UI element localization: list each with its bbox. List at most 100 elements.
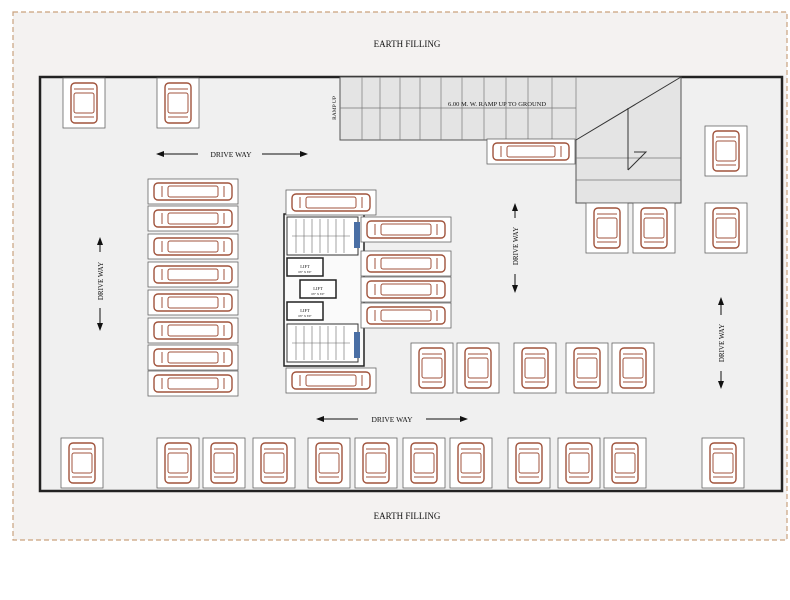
parking-space (354, 437, 398, 489)
car-icon (164, 442, 192, 484)
lift-3 (286, 301, 324, 321)
parking-space (60, 437, 104, 489)
drive-way-left: DRIVE WAY (94, 237, 106, 331)
parking-space (360, 302, 452, 329)
parking-space (147, 261, 239, 288)
parking-space (603, 437, 647, 489)
parking-space (513, 342, 557, 394)
parking-space (156, 77, 200, 129)
parking-space (147, 370, 239, 397)
parking-space (147, 317, 239, 344)
parking-space (147, 233, 239, 260)
core-marker-top (354, 222, 360, 248)
stair-bottom-treads (292, 326, 350, 360)
parking-space (62, 77, 106, 129)
car-icon (153, 209, 233, 228)
car-icon (366, 254, 446, 273)
car-icon (153, 182, 233, 201)
drive-way-bottom: DRIVE WAY (316, 413, 468, 424)
parking-space (456, 342, 500, 394)
car-icon (366, 280, 446, 299)
lift-1-dim: 6'0" X 6'0" (298, 270, 312, 274)
car-icon (457, 442, 485, 484)
car-icon (709, 442, 737, 484)
lift-3-label: LIFT (300, 308, 310, 313)
car-icon (362, 442, 390, 484)
car-icon (153, 348, 233, 367)
lift-3-dim: 6'0" X 6'0" (298, 314, 312, 318)
drive-way-middle-label: DRIVE WAY (512, 227, 520, 265)
parking-space (252, 437, 296, 489)
lift-2-dim: 6'0" X 6'0" (311, 292, 325, 296)
stair-top-treads (292, 219, 350, 253)
car-icon (593, 207, 621, 249)
car-icon (70, 82, 98, 124)
ramp-steps (340, 77, 681, 181)
car-icon (464, 347, 492, 389)
parking-space (147, 289, 239, 316)
ramp-up-label: RAMP UP (332, 96, 338, 120)
earth-filling-top-label: EARTH FILLING (374, 39, 441, 49)
car-icon (521, 347, 549, 389)
car-icon (573, 347, 601, 389)
car-icon (291, 371, 371, 390)
car-icon (153, 293, 233, 312)
parking-space (565, 342, 609, 394)
drive-way-right-label: DRIVE WAY (718, 324, 726, 362)
car-icon (366, 220, 446, 239)
car-icon (565, 442, 593, 484)
lift-2 (299, 279, 337, 299)
parking-space (507, 437, 551, 489)
car-icon (153, 237, 233, 256)
parking-space (285, 367, 377, 394)
parking-space (410, 342, 454, 394)
core-marker-bottom (354, 332, 360, 358)
drive-way-right: DRIVE WAY (715, 297, 727, 389)
car-icon (153, 374, 233, 393)
car-icon (210, 442, 238, 484)
parking-space (557, 437, 601, 489)
car-icon (260, 442, 288, 484)
parking-space (285, 189, 377, 216)
earth-filling-bottom-label: EARTH FILLING (374, 511, 441, 521)
ramp-label: 6.00 M. W. RAMP UP TO GROUND (448, 101, 546, 108)
car-icon (611, 442, 639, 484)
car-icon (366, 306, 446, 325)
car-icon (418, 347, 446, 389)
car-icon (410, 442, 438, 484)
parking-space (632, 202, 676, 254)
car-icon (164, 82, 192, 124)
car-icon (712, 130, 740, 172)
lift-2-label: LIFT (313, 286, 323, 291)
car-icon (315, 442, 343, 484)
car-icon (153, 321, 233, 340)
parking-space (360, 276, 452, 303)
drive-way-top: DRIVE WAY (156, 148, 308, 159)
car-icon (619, 347, 647, 389)
car-icon (291, 193, 371, 212)
drive-way-top-label: DRIVE WAY (210, 150, 252, 159)
core: LIFT 6'0" X 6'0" LIFT 6'0" X 6'0" LIFT 6… (283, 213, 365, 367)
parking-space (360, 216, 452, 243)
parking-space (704, 202, 748, 254)
parking-space (486, 138, 576, 165)
parking-space (449, 437, 493, 489)
car-icon (153, 265, 233, 284)
car-icon (68, 442, 96, 484)
parking-space (704, 125, 748, 177)
parking-space (202, 437, 246, 489)
car-icon (640, 207, 668, 249)
lift-1-label: LIFT (300, 264, 310, 269)
parking-space (585, 202, 629, 254)
parking-space (156, 437, 200, 489)
parking-space (360, 250, 452, 277)
drive-way-bottom-label: DRIVE WAY (371, 415, 413, 424)
lift-1 (286, 257, 324, 277)
parking-space (147, 178, 239, 205)
car-icon (515, 442, 543, 484)
parking-space (147, 205, 239, 232)
parking-space (701, 437, 745, 489)
car-icon (712, 207, 740, 249)
parking-space (402, 437, 446, 489)
